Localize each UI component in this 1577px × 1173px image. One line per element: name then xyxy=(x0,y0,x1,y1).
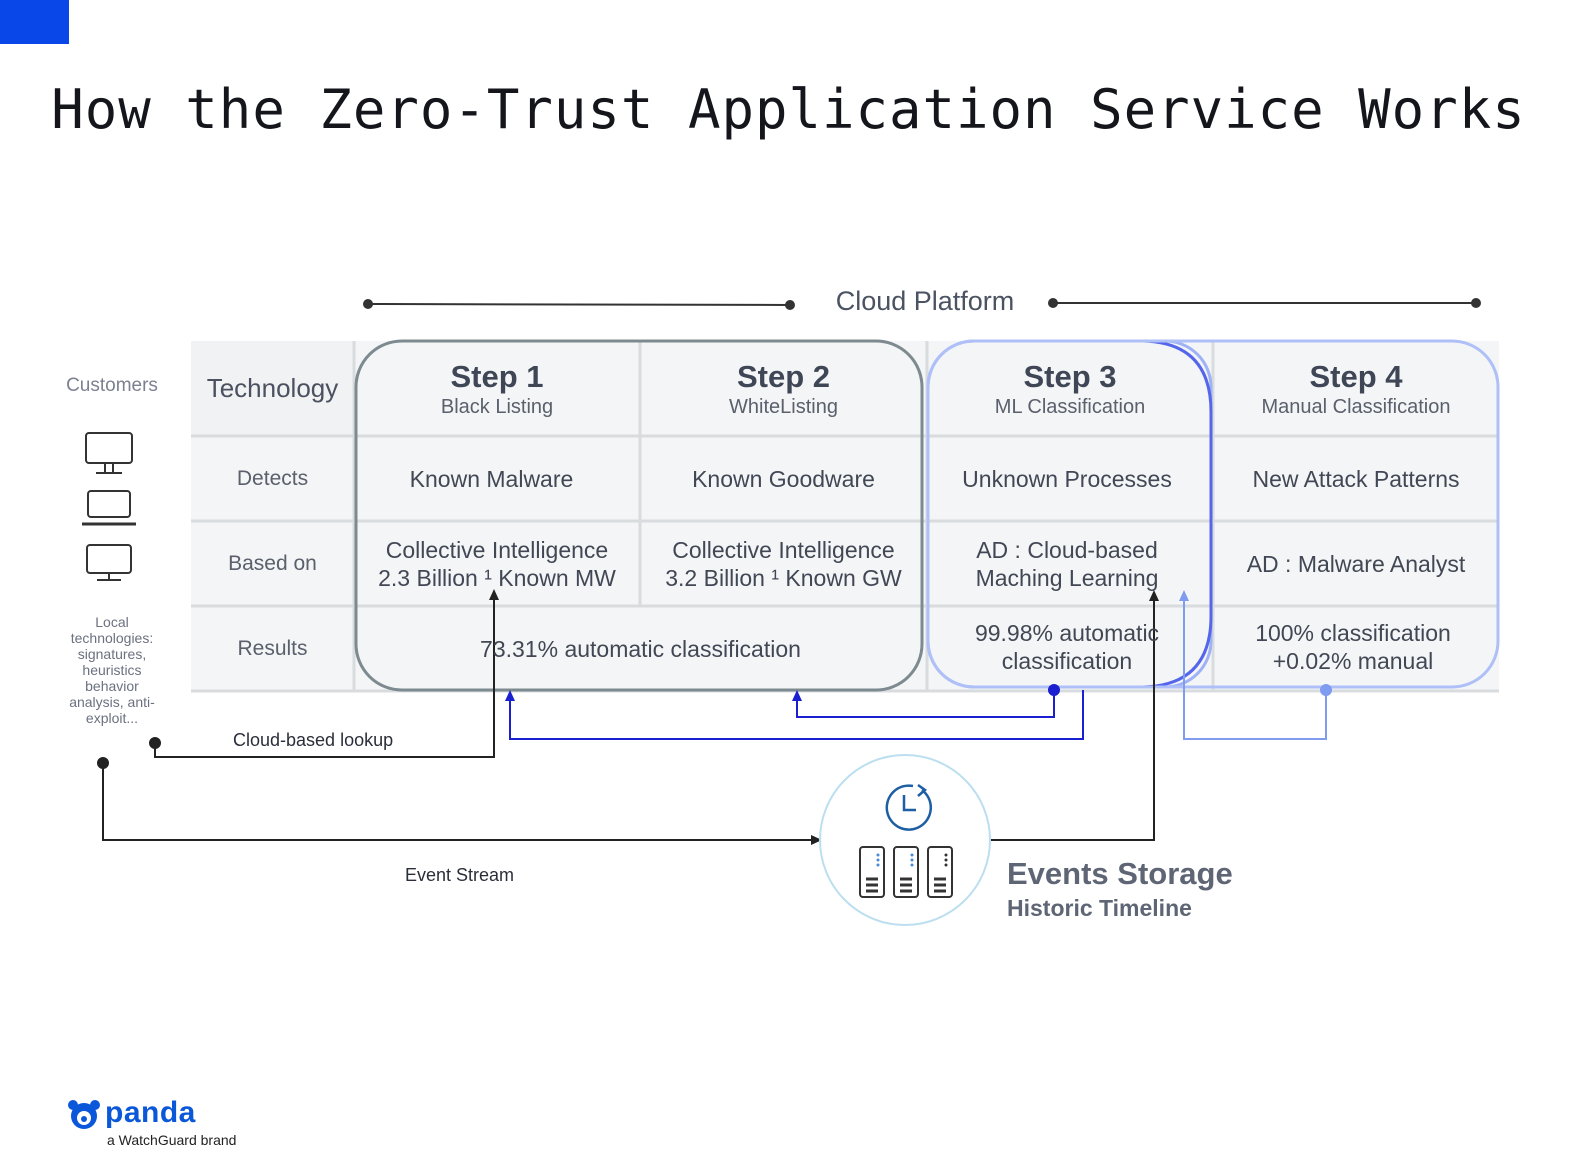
step-2-header: Step 2 WhiteListing xyxy=(640,350,927,430)
desktop-icon xyxy=(85,432,133,474)
step-1-subtitle: Black Listing xyxy=(440,396,554,418)
step-3-inner-frame xyxy=(1139,339,1213,689)
step-1-detects: Known Malware xyxy=(409,465,574,492)
customers-label: Customers xyxy=(66,375,158,396)
step-1-header: Step 1 Black Listing xyxy=(354,350,640,430)
step-2-detects: Known Goodware xyxy=(692,465,875,492)
row-label-detects: Detects xyxy=(236,466,309,490)
panda-logo-icon xyxy=(68,1100,100,1129)
steps-1-2-frame xyxy=(354,339,924,692)
step-4-frame xyxy=(926,339,1500,689)
row-label-technology: Technology xyxy=(206,373,339,403)
step-2-based-on-line-1: Collective Intelligence xyxy=(672,536,895,563)
step4-feedback-arrow xyxy=(1179,590,1332,740)
step-4-header: Step 4 Manual Classification xyxy=(1213,350,1499,430)
server-icon xyxy=(859,846,953,898)
step-1-based-on-line-2: 2.3 Billion ¹ Known MW xyxy=(378,564,616,591)
brand-tagline: a WatchGuard brand xyxy=(107,1132,237,1148)
step-2-based-on-line-2: 3.2 Billion ¹ Known GW xyxy=(665,564,902,591)
step-3-subtitle: ML Classification xyxy=(994,396,1146,418)
step-4-subtitle: Manual Classification xyxy=(1261,396,1451,418)
cloud-platform-label: Cloud Platform xyxy=(835,286,1015,316)
events-storage-subtitle: Historic Timeline xyxy=(1007,895,1192,921)
step-3-result-line-2: classification xyxy=(1001,648,1133,674)
step-3-title: Step 3 xyxy=(1023,359,1117,394)
step-1-based-on-line-1: Collective Intelligence xyxy=(385,536,609,563)
events-storage-title: Events Storage xyxy=(1007,856,1233,891)
step-3-result: 99.98% automatic classification xyxy=(922,606,1212,688)
step-2-based-on: Collective Intelligence 3.2 Billion ¹ Kn… xyxy=(640,521,927,606)
step-3-based-on-line-1: AD : Cloud-based xyxy=(976,536,1158,563)
local-technologies-text: Local technologies: signatures, heuristi… xyxy=(69,614,155,726)
technology-header-bg xyxy=(191,341,354,436)
event-stream-arrow xyxy=(97,757,822,845)
storage-to-step3-arrow xyxy=(990,590,1159,841)
step-2-title: Step 2 xyxy=(736,359,831,394)
event-stream-label: Event Stream xyxy=(405,865,515,885)
step-3-result-line-1: 99.98% automatic xyxy=(974,620,1160,646)
page-title: How the Zero-Trust Application Service W… xyxy=(51,78,1526,141)
step-1-based-on: Collective Intelligence 2.3 Billion ¹ Kn… xyxy=(354,521,640,606)
step-3-based-on-line-2: Maching Learning xyxy=(975,564,1159,591)
step-4-result-line-1: 100% classification xyxy=(1255,620,1451,646)
laptop-icon xyxy=(82,490,136,526)
events-storage-circle xyxy=(819,754,991,926)
step-4-based-on: AD : Malware Analyst xyxy=(1246,550,1466,577)
step-4-title: Step 4 xyxy=(1309,359,1403,394)
step-3-based-on: AD : Cloud-based Maching Learning xyxy=(922,521,1212,606)
row-label-results: Results xyxy=(237,636,308,660)
brand-name: panda xyxy=(105,1096,196,1129)
cloud-platform-bracket xyxy=(363,298,1481,310)
cloud-lookup-arrow xyxy=(149,589,499,758)
step-4-result-line-2: +0.02% manual xyxy=(1272,648,1434,674)
step-4-detects: New Attack Patterns xyxy=(1252,465,1460,492)
step-3-header: Step 3 ML Classification xyxy=(927,350,1213,430)
row-label-based-on: Based on xyxy=(228,551,317,575)
step-3-detects: Unknown Processes xyxy=(962,465,1172,492)
step-1-title: Step 1 xyxy=(450,359,544,394)
steps-1-2-result: 73.31% automatic classification xyxy=(480,635,801,662)
cloud-lookup-label: Cloud-based lookup xyxy=(233,730,394,750)
monitor-icon xyxy=(86,544,132,581)
step3-feedback-arrows xyxy=(505,684,1084,740)
corner-accent-block xyxy=(0,0,69,44)
table-background xyxy=(191,341,1499,690)
step-4-result: 100% classification +0.02% manual xyxy=(1213,606,1493,688)
step-2-subtitle: WhiteListing xyxy=(729,396,838,418)
clock-icon xyxy=(885,783,933,831)
